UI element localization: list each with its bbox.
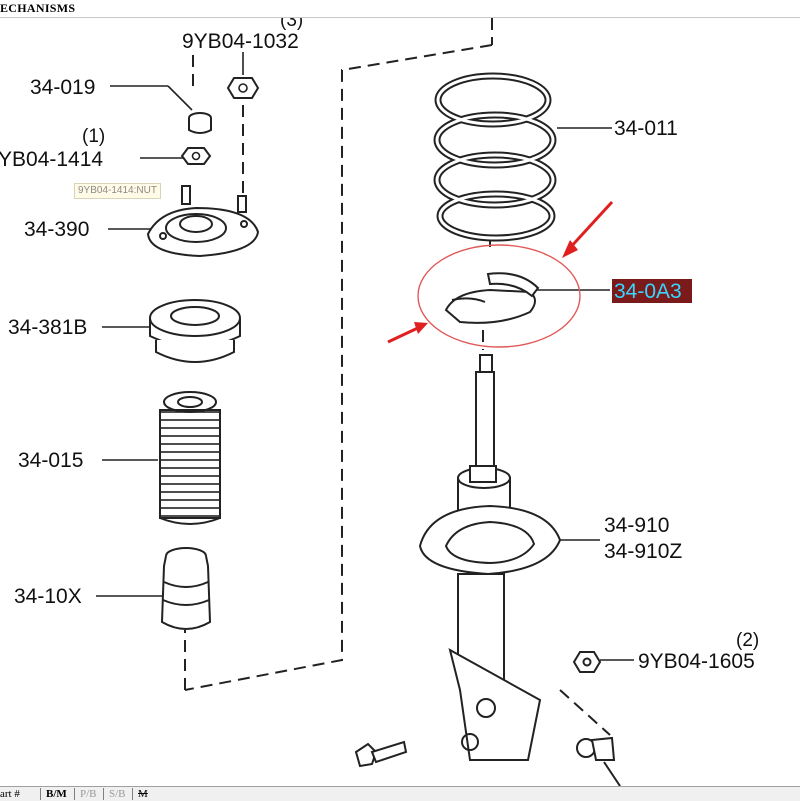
bolt-icon[interactable] — [354, 740, 408, 768]
callout-34-011[interactable]: 34-011 — [614, 117, 678, 140]
callout-9yb04-1032[interactable]: 9YB04-1032 — [182, 30, 299, 53]
callout-34-019[interactable]: 34-019 — [30, 76, 95, 99]
selected-callout-bg — [612, 279, 692, 303]
qty-9yb04-1032: (3) — [280, 18, 303, 31]
callout-yb04-1414[interactable]: YB04-1414 — [0, 148, 103, 171]
dashed-guide-lines — [184, 18, 611, 736]
cap-34-019[interactable] — [188, 112, 212, 134]
pb-button[interactable]: P/B — [80, 788, 97, 800]
stabilizer-link-icon[interactable] — [576, 736, 621, 786]
mount-34-390[interactable] — [146, 185, 260, 258]
bearing-34-381b[interactable] — [149, 299, 241, 363]
callout-34-910[interactable]: 34-910 — [604, 514, 669, 537]
divider — [74, 788, 75, 800]
nut-yb04-1414[interactable] — [180, 147, 212, 165]
callout-34-381b[interactable]: 34-381B — [8, 316, 87, 339]
callout-9yb04-1605[interactable]: 9YB04-1605 — [638, 650, 755, 673]
callout-34-0a3[interactable]: 34-0A3 — [614, 280, 682, 303]
leader-lines — [96, 52, 634, 661]
title-bar: ECHANISMS — [0, 0, 800, 18]
part-number-label: art # — [0, 788, 20, 800]
coil-spring-34-011[interactable] — [433, 72, 557, 242]
callout-labels: (3) 9YB04-1032 34-019 (1) YB04-1414 34-3… — [0, 18, 759, 673]
status-bar: art # B/M P/B S/B M — [0, 786, 800, 801]
callout-34-910z[interactable]: 34-910Z — [604, 540, 682, 563]
boot-34-015[interactable] — [159, 391, 221, 525]
qty-9yb04-1605: (2) — [736, 630, 759, 651]
parts-diagram: (3) 9YB04-1032 34-019 (1) YB04-1414 34-3… — [0, 18, 759, 786]
callout-34-10x[interactable]: 34-10X — [14, 585, 82, 608]
callout-34-015[interactable]: 34-015 — [18, 449, 83, 472]
nut-9yb04-1605[interactable] — [572, 651, 602, 673]
spring-seat-34-0a3[interactable] — [444, 272, 540, 324]
strut-34-910[interactable] — [418, 354, 562, 761]
highlight-marker — [387, 200, 614, 348]
window-title: ECHANISMS — [0, 1, 76, 15]
divider — [132, 788, 133, 800]
divider — [103, 788, 104, 800]
m-button[interactable]: M — [138, 788, 148, 800]
hover-tooltip: 9YB04-1414:NUT — [74, 183, 161, 199]
bump-stop-34-10x[interactable] — [160, 547, 212, 630]
sb-button[interactable]: S/B — [109, 788, 126, 800]
nut-9yb04-1032[interactable] — [226, 77, 260, 99]
qty-yb04-1414: (1) — [82, 126, 105, 147]
callout-34-390[interactable]: 34-390 — [24, 218, 89, 241]
divider — [40, 788, 41, 800]
bm-button[interactable]: B/M — [46, 788, 67, 800]
